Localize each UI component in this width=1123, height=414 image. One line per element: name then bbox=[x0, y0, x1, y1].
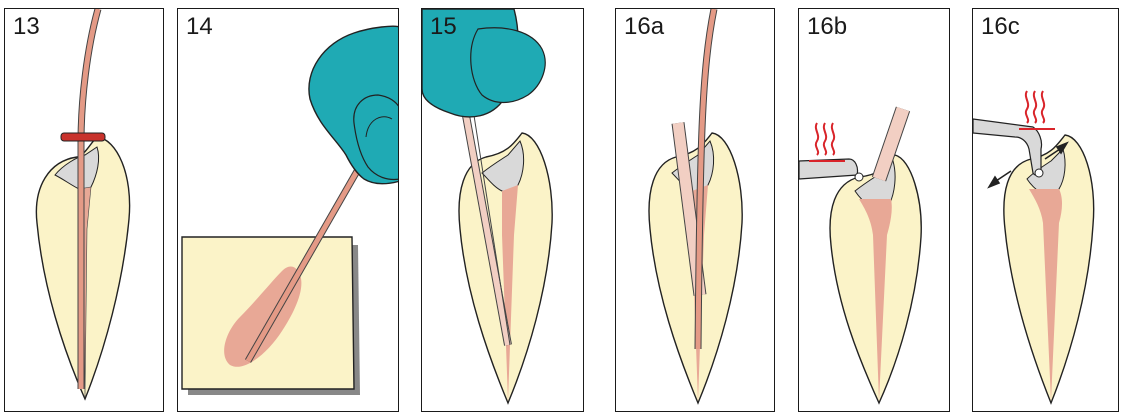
panel-16c: 16c bbox=[972, 8, 1119, 412]
tooth bbox=[1004, 135, 1094, 403]
heat-carrier-icon bbox=[799, 159, 863, 181]
tooth bbox=[830, 155, 921, 403]
panel-label: 13 bbox=[13, 13, 40, 41]
panel-14-illustration bbox=[178, 9, 399, 412]
panel-16c-illustration bbox=[973, 9, 1119, 412]
panel-13: 13 bbox=[4, 8, 164, 412]
panel-label: 14 bbox=[186, 13, 213, 41]
panel-label: 15 bbox=[430, 13, 457, 41]
panel-16a: 16a bbox=[615, 8, 775, 412]
panel-16a-illustration bbox=[616, 9, 775, 412]
panel-label: 16a bbox=[624, 13, 664, 41]
gloved-hand-icon bbox=[309, 26, 399, 184]
panel-label: 16b bbox=[807, 13, 847, 41]
heat-carrier-icon bbox=[973, 119, 1043, 177]
panel-13-illustration bbox=[5, 9, 164, 412]
heat-symbol-icon bbox=[809, 123, 845, 161]
rubber-stopper bbox=[61, 133, 105, 141]
panel-label: 16c bbox=[981, 13, 1020, 41]
heat-symbol-icon bbox=[1019, 91, 1055, 129]
panel-15-illustration bbox=[422, 9, 584, 412]
panel-14: 14 bbox=[177, 8, 399, 412]
panel-16b: 16b bbox=[798, 8, 950, 412]
panel-16b-illustration bbox=[799, 9, 950, 412]
panel-15: 15 bbox=[421, 8, 584, 412]
